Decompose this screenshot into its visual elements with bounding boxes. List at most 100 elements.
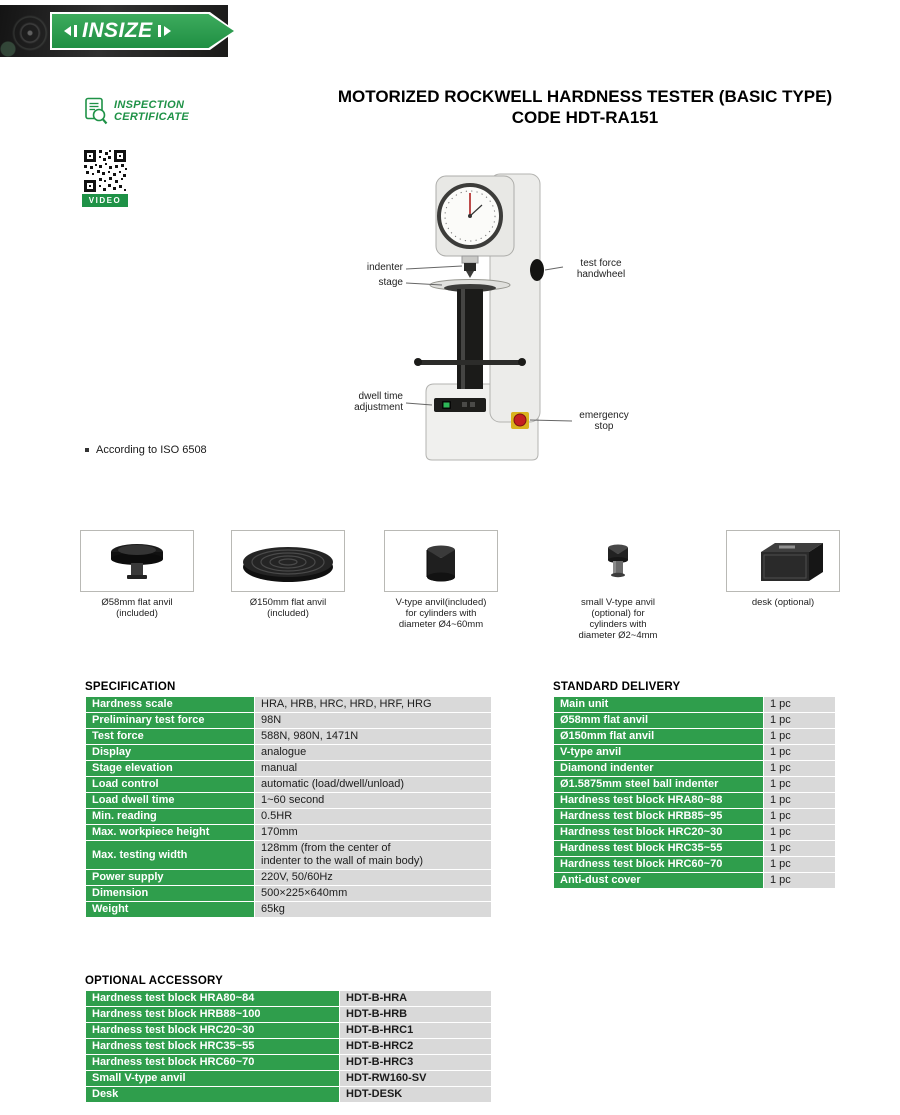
optional-item: Hardness test block HRC20~30 <box>86 1023 339 1038</box>
spec-label: Max. testing width <box>86 841 254 869</box>
standard-delivery-section: STANDARD DELIVERY Main unit 1 pc Ø58mm fl… <box>553 681 836 889</box>
delivery-item: Hardness test block HRC20~30 <box>554 825 763 840</box>
v-type-anvil-image <box>384 530 498 592</box>
iso-note: According to ISO 6508 <box>85 444 207 456</box>
optional-item: Hardness test block HRC35~55 <box>86 1039 339 1054</box>
optional-accessory-heading: OPTIONAL ACCESSORY <box>85 975 223 987</box>
delivery-item: Hardness test block HRC60~70 <box>554 857 763 872</box>
label-test-force-handwheel: test force handwheel <box>576 258 626 280</box>
delivery-item: Hardness test block HRA80~88 <box>554 793 763 808</box>
spec-label: Stage elevation <box>86 761 254 776</box>
cert-line1: INSPECTION <box>114 99 185 111</box>
delivery-item: Hardness test block HRB85~95 <box>554 809 763 824</box>
optional-code: HDT-B-HRB <box>340 1007 491 1022</box>
product-code: CODE HDT-RA151 <box>511 108 659 127</box>
accessory-caption: Ø150mm flat anvil (included) <box>249 597 327 619</box>
video-label: VIDEO <box>82 194 128 207</box>
square-bullet-icon <box>85 448 89 452</box>
spec-label: Hardness scale <box>86 697 254 712</box>
accessory-v-type-anvil: V-type anvil(included) for cylinders wit… <box>384 530 498 630</box>
accessory-flat-anvil-150: Ø150mm flat anvil (included) <box>231 530 345 619</box>
optional-code: HDT-B-HRC1 <box>340 1023 491 1038</box>
optional-item: Small V-type anvil <box>86 1071 339 1086</box>
hardness-tester-illustration <box>405 173 573 461</box>
logo-right-bar-icon <box>157 25 161 37</box>
spec-label: Max. workpiece height <box>86 825 254 840</box>
label-emergency-stop: emergency stop <box>579 410 629 432</box>
delivery-qty: 1 pc <box>764 841 835 856</box>
delivery-qty: 1 pc <box>764 873 835 888</box>
inspection-certificate-icon <box>85 97 108 125</box>
spec-value: 500×225×640mm <box>255 886 491 901</box>
logo-left-arrow-icon <box>64 26 71 36</box>
spec-value: 170mm <box>255 825 491 840</box>
brand-logo: INSIZE <box>52 14 234 48</box>
spec-label: Min. reading <box>86 809 254 824</box>
spec-value: 0.5HR <box>255 809 491 824</box>
spec-value: 98N <box>255 713 491 728</box>
video-qr[interactable]: VIDEO <box>82 148 128 207</box>
title-block: MOTORIZED ROCKWELL HARDNESS TESTER (BASI… <box>320 86 850 128</box>
iso-note-text: According to ISO 6508 <box>96 444 207 456</box>
accessory-caption: Ø58mm flat anvil (included) <box>101 597 173 619</box>
delivery-qty: 1 pc <box>764 793 835 808</box>
standard-delivery-heading: STANDARD DELIVERY <box>553 681 681 693</box>
small-v-type-anvil-image <box>561 530 675 592</box>
delivery-qty: 1 pc <box>764 761 835 776</box>
optional-item: Desk <box>86 1087 339 1102</box>
delivery-item: Hardness test block HRC35~55 <box>554 841 763 856</box>
logo-left-bar-icon <box>74 25 77 37</box>
delivery-item: Ø58mm flat anvil <box>554 713 763 728</box>
label-dwell-time-adjustment: dwell time adjustment <box>354 391 403 413</box>
spec-value: manual <box>255 761 491 776</box>
spec-value: automatic (load/dwell/unload) <box>255 777 491 792</box>
spec-value: 588N, 980N, 1471N <box>255 729 491 744</box>
spec-value: analogue <box>255 745 491 760</box>
optional-code: HDT-DESK <box>340 1087 491 1102</box>
label-stage: stage <box>378 277 403 288</box>
optional-accessory-section: OPTIONAL ACCESSORY Hardness test block H… <box>85 975 492 1103</box>
brand-banner: INSIZE <box>0 5 236 57</box>
delivery-item: Ø1.5875mm steel ball indenter <box>554 777 763 792</box>
delivery-qty: 1 pc <box>764 809 835 824</box>
accessory-caption: V-type anvil(included) for cylinders wit… <box>395 597 487 630</box>
spec-value: 220V, 50/60Hz <box>255 870 491 885</box>
delivery-qty: 1 pc <box>764 825 835 840</box>
accessory-flat-anvil-58: Ø58mm flat anvil (included) <box>80 530 194 619</box>
accessory-caption: desk (optional) <box>751 597 815 608</box>
brand-logo-text: INSIZE <box>82 19 153 42</box>
logo-right-arrow-icon <box>163 26 171 36</box>
accessory-caption: small V-type anvil (optional) for cylind… <box>578 597 658 641</box>
optional-code: HDT-B-HRA <box>340 991 491 1006</box>
flat-anvil-58-image <box>80 530 194 592</box>
delivery-item: V-type anvil <box>554 745 763 760</box>
cert-line2: CERTIFICATE <box>114 111 190 123</box>
delivery-item: Main unit <box>554 697 763 712</box>
spec-label: Load control <box>86 777 254 792</box>
optional-item: Hardness test block HRC60~70 <box>86 1055 339 1070</box>
delivery-qty: 1 pc <box>764 857 835 872</box>
spec-label: Display <box>86 745 254 760</box>
